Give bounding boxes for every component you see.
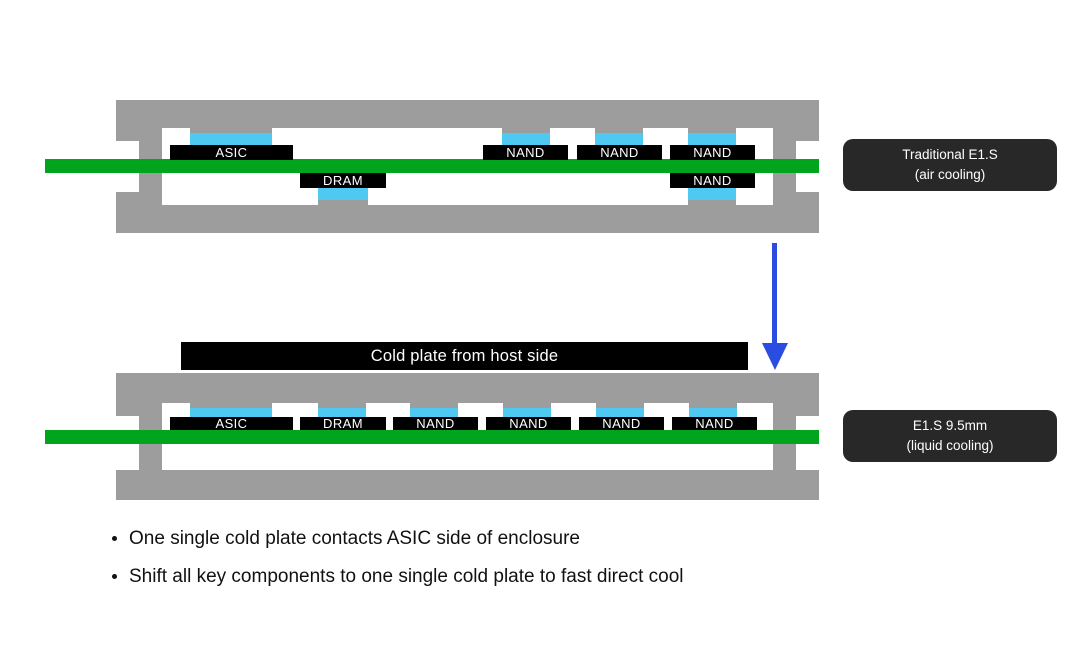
note-text: Shift all key components to one single c… [129, 566, 684, 587]
enclosure-right-top-lip [796, 128, 819, 141]
thermal-pedestal [410, 403, 458, 408]
thermal-pad [190, 133, 272, 145]
pcb-traditional [45, 159, 819, 173]
chip-dram: DRAM [300, 403, 386, 430]
chip-label-text: ASIC [215, 416, 248, 431]
chip-nand: NAND [483, 128, 568, 160]
thermal-pad [318, 408, 366, 417]
chip-label: NAND [672, 417, 757, 430]
thermal-pad [688, 133, 736, 145]
thermal-pedestal [318, 200, 368, 205]
chip-label-text: NAND [506, 145, 545, 160]
chip-label-text: DRAM [323, 173, 363, 188]
thermal-pad [502, 133, 550, 145]
chip-label-text: DRAM [323, 416, 363, 431]
label-line2: (air cooling) [914, 167, 986, 182]
chip-label: NAND [579, 417, 664, 430]
enclosure-top-cover [116, 373, 819, 403]
thermal-pedestal [688, 200, 736, 205]
cold-plate: Cold plate from host side [181, 342, 748, 370]
enclosure-left-top-lip [116, 128, 139, 141]
enclosure-traditional [116, 100, 819, 233]
chip-nand: NAND [393, 403, 478, 430]
thermal-pad [595, 133, 643, 145]
bullet-icon [112, 536, 117, 541]
down-arrow-head [762, 343, 788, 370]
thermal-pad [503, 408, 551, 417]
label-box-traditional: Traditional E1.S (air cooling) [843, 139, 1057, 191]
thermal-pedestal [503, 403, 551, 408]
chip-dram: DRAM [300, 173, 386, 205]
chip-label: NAND [393, 417, 478, 430]
enclosure-liquid [116, 373, 819, 500]
thermal-pad [410, 408, 458, 417]
enclosure-right-top-lip [796, 403, 819, 416]
thermal-pad [318, 188, 368, 200]
enclosure-left-top-lip [116, 403, 139, 416]
chip-nand: NAND [670, 128, 755, 160]
note-text: One single cold plate contacts ASIC side… [129, 528, 580, 549]
chip-label: DRAM [300, 417, 386, 430]
chip-asic: ASIC [170, 403, 293, 430]
thermal-pedestal [596, 403, 644, 408]
chip-label: NAND [483, 145, 568, 160]
chip-nand: NAND [672, 403, 757, 430]
chip-nand: NAND [486, 403, 571, 430]
chip-label-text: ASIC [215, 145, 248, 160]
chip-label-text: NAND [602, 416, 641, 431]
chip-label: NAND [486, 417, 571, 430]
notes-list: One single cold plate contacts ASIC side… [112, 529, 683, 605]
chip-label: ASIC [170, 145, 293, 160]
thermal-pedestal [688, 128, 736, 133]
thermal-pedestal [689, 403, 737, 408]
chip-nand: NAND [670, 173, 755, 205]
thermal-pedestal [595, 128, 643, 133]
chip-label: NAND [670, 145, 755, 160]
thermal-pad [190, 408, 272, 417]
cold-plate-label: Cold plate from host side [370, 346, 559, 365]
chip-label-text: NAND [695, 416, 734, 431]
label-line1: Traditional E1.S [902, 147, 998, 163]
list-item: Shift all key components to one single c… [112, 567, 683, 586]
chip-label-text: NAND [509, 416, 548, 431]
enclosure-bottom-cover [116, 205, 819, 233]
thermal-pedestal [190, 128, 272, 133]
chip-label: ASIC [170, 417, 293, 430]
thermal-pedestal [502, 128, 550, 133]
chip-label-text: NAND [416, 416, 455, 431]
chip-nand: NAND [577, 128, 662, 160]
chip-label-text: NAND [600, 145, 639, 160]
chip-label-text: NAND [693, 145, 732, 160]
chip-nand: NAND [579, 403, 664, 430]
thermal-pedestal [190, 403, 272, 408]
thermal-pad [688, 188, 736, 200]
chip-label: NAND [670, 173, 755, 188]
enclosure-left-bottom-lip [116, 192, 139, 205]
label-line2: (liquid cooling) [906, 438, 994, 453]
thermal-pedestal [318, 403, 366, 408]
enclosure-right-bottom-lip [796, 192, 819, 205]
chip-label: NAND [577, 145, 662, 160]
bullet-icon [112, 574, 117, 579]
down-arrow-shaft [772, 243, 777, 345]
thermal-pad [596, 408, 644, 417]
pcb-liquid [45, 430, 819, 444]
enclosure-bottom-cover [116, 470, 819, 500]
chip-asic: ASIC [170, 128, 293, 160]
list-item: One single cold plate contacts ASIC side… [112, 529, 683, 548]
chip-label-text: NAND [693, 173, 732, 188]
chip-label: DRAM [300, 173, 386, 188]
thermal-pad [689, 408, 737, 417]
label-box-liquid: E1.S 9.5mm (liquid cooling) [843, 410, 1057, 462]
enclosure-top-cover [116, 100, 819, 128]
label-line1: E1.S 9.5mm [912, 418, 988, 434]
